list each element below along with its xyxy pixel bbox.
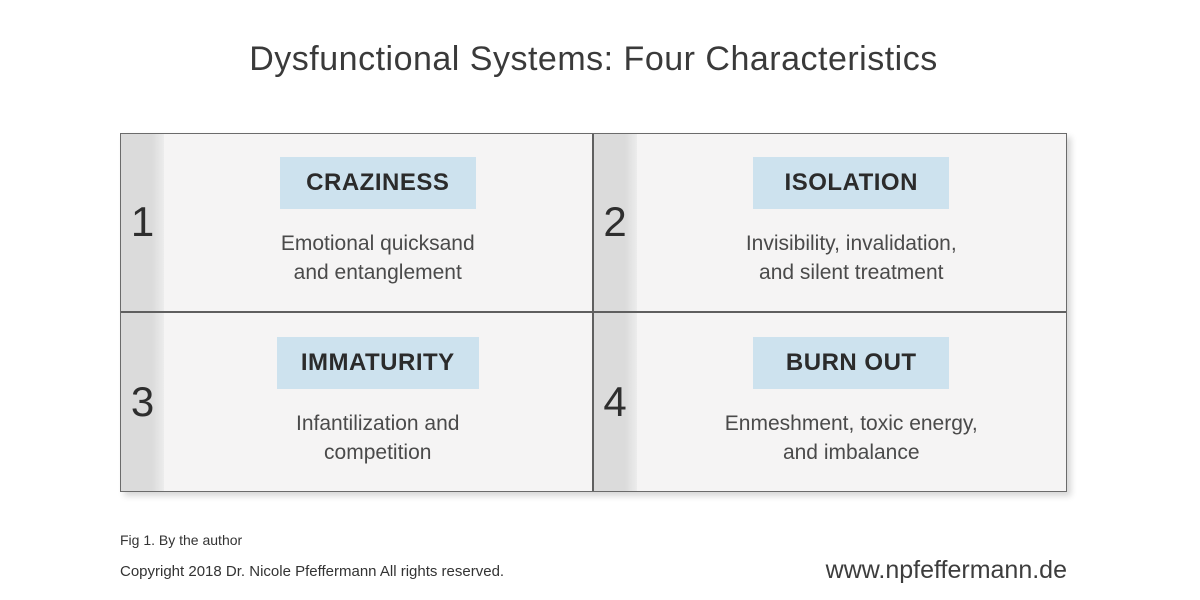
figure-caption: Fig 1. By the author (120, 532, 243, 548)
quadrant-number: 1 (121, 134, 164, 311)
characteristic-label: CRAZINESS (279, 157, 476, 210)
quadrant-number: 3 (121, 312, 164, 491)
quadrant-grid: 1 CRAZINESS Emotional quicksand and enta… (120, 133, 1067, 492)
characteristic-description: Infantilization and competition (296, 411, 460, 464)
website-url: www.npfeffermann.de (825, 556, 1067, 584)
quadrant-content: BURN OUT Enmeshment, toxic energy, and i… (636, 312, 1066, 491)
characteristic-label: IMMATURITY (276, 336, 479, 389)
quadrant-4: 4 BURN OUT Enmeshment, toxic energy, and… (593, 312, 1066, 491)
page-title: Dysfunctional Systems: Four Characterist… (249, 40, 938, 78)
characteristic-label: BURN OUT (753, 336, 950, 389)
characteristic-label: ISOLATION (753, 157, 950, 210)
quadrant-1: 1 CRAZINESS Emotional quicksand and enta… (121, 134, 594, 313)
quadrant-content: CRAZINESS Emotional quicksand and entang… (164, 134, 592, 311)
quadrant-2: 2 ISOLATION Invisibility, invalidation, … (593, 134, 1066, 313)
characteristic-description: Emotional quicksand and entanglement (280, 232, 475, 285)
characteristic-description: Enmeshment, toxic energy, and imbalance (724, 411, 978, 464)
copyright-text: Copyright 2018 Dr. Nicole Pfeffermann Al… (120, 563, 505, 580)
quadrant-3: 3 IMMATURITY Infantilization and competi… (121, 312, 594, 491)
quadrant-content: IMMATURITY Infantilization and competiti… (164, 312, 592, 491)
characteristic-description: Invisibility, invalidation, and silent t… (745, 232, 957, 285)
quadrant-number: 4 (593, 312, 637, 491)
quadrant-content: ISOLATION Invisibility, invalidation, an… (636, 134, 1066, 311)
quadrant-number: 2 (593, 134, 637, 311)
